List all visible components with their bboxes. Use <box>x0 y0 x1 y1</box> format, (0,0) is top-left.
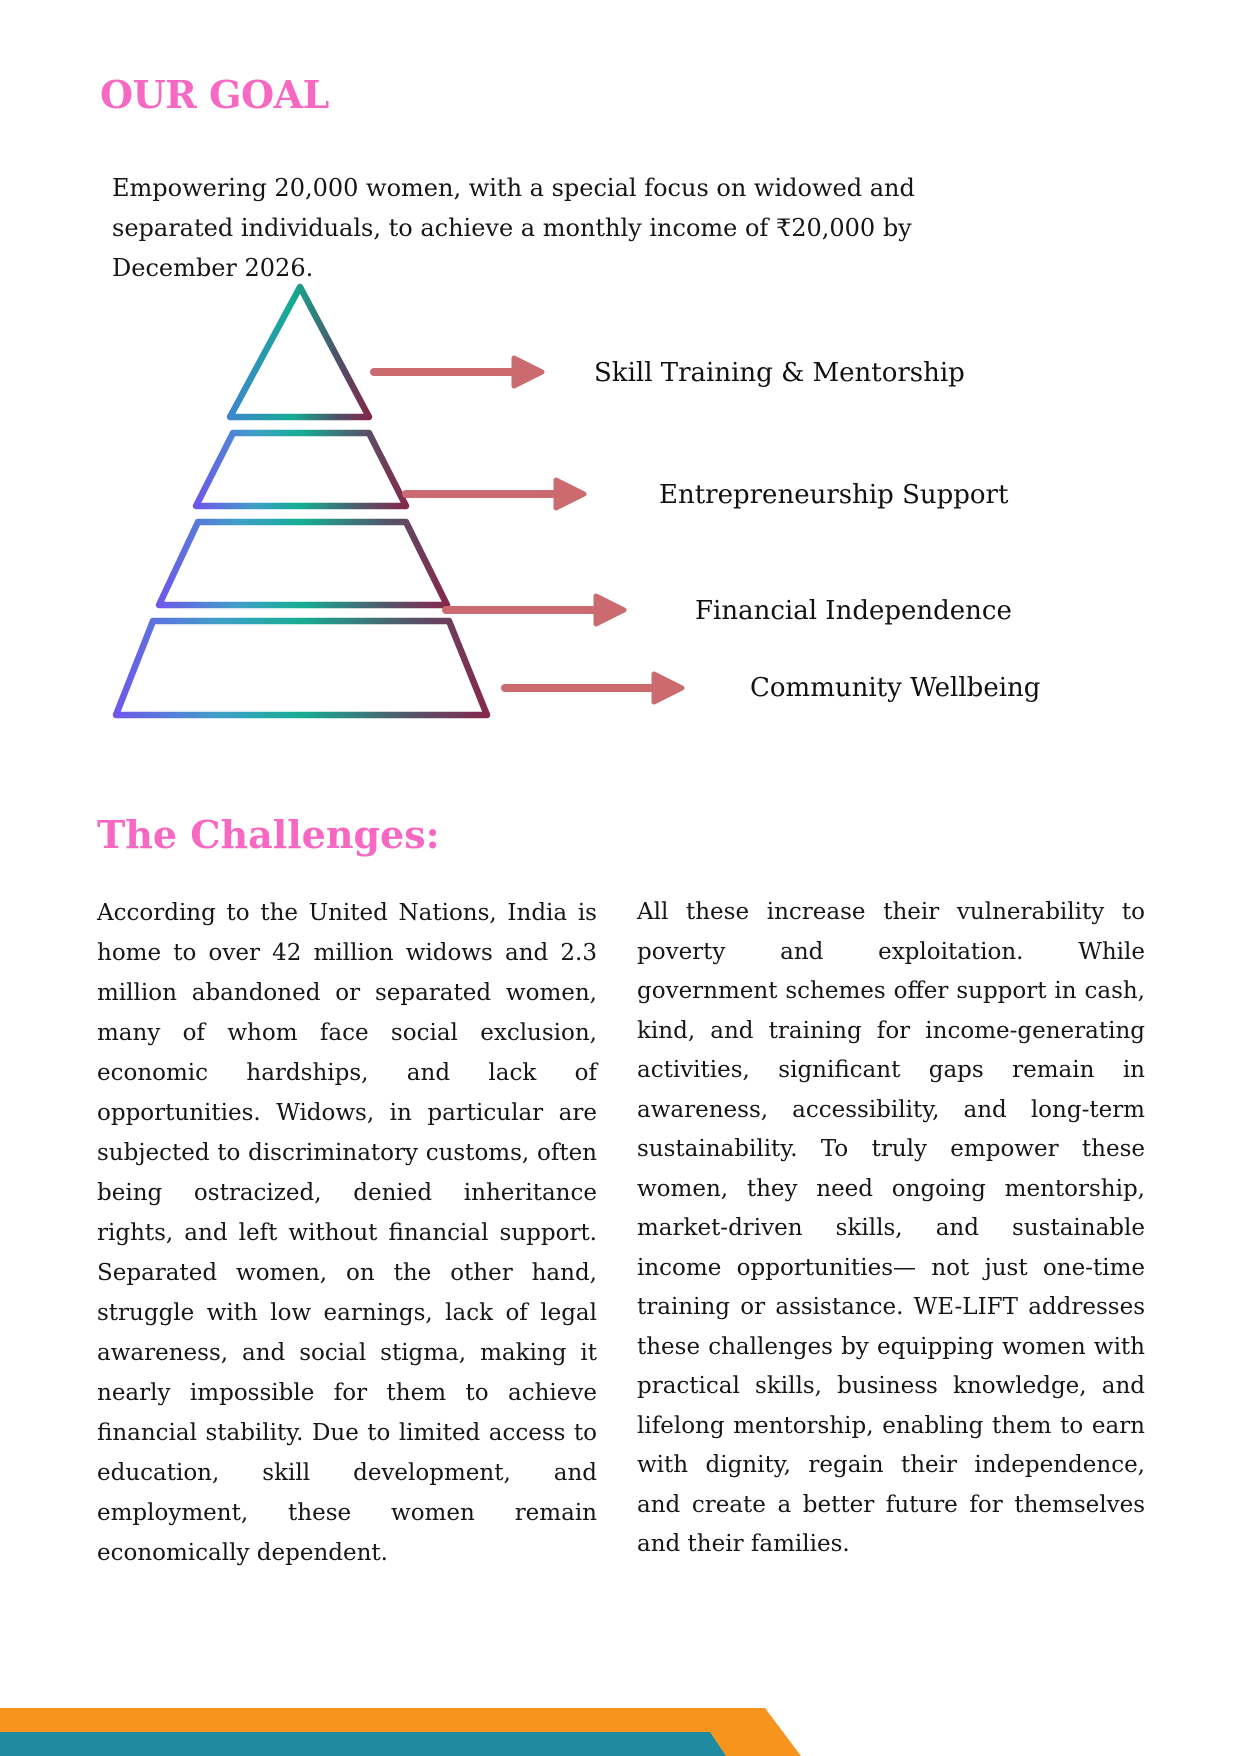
pyramid-label-skill-training: Skill Training & Mentorship <box>594 358 965 388</box>
arrow-right-icon-3 <box>442 593 627 627</box>
challenges-column-right: All these increase their vulnerability t… <box>637 899 1145 1557</box>
challenges-heading: The Challenges: <box>97 812 440 857</box>
pyramid-label-entrepreneurship: Entrepreneurship Support <box>659 480 1009 510</box>
pyramid-diagram <box>112 283 491 719</box>
pyramid-label-community-wellbeing: Community Wellbeing <box>750 673 1041 703</box>
arrow-right-icon-2 <box>402 477 587 511</box>
goal-paragraph: Empowering 20,000 women, with a special … <box>112 174 915 282</box>
pyramid-level-3-shape <box>155 518 451 609</box>
goal-heading: OUR GOAL <box>100 72 329 117</box>
pyramid-level-1-shape <box>226 283 373 421</box>
pyramid-level-4-shape <box>112 617 491 719</box>
footer-teal-band <box>0 1732 726 1756</box>
pyramid-label-financial-independence: Financial Independence <box>695 596 1012 626</box>
arrow-right-icon-4 <box>501 671 685 705</box>
challenges-column-left: According to the United Nations, India i… <box>97 900 597 1566</box>
pyramid-level-2-shape <box>192 429 410 510</box>
footer-decoration <box>0 1708 801 1756</box>
pyramid-arrows <box>370 355 685 705</box>
arrow-right-icon-1 <box>370 355 545 389</box>
